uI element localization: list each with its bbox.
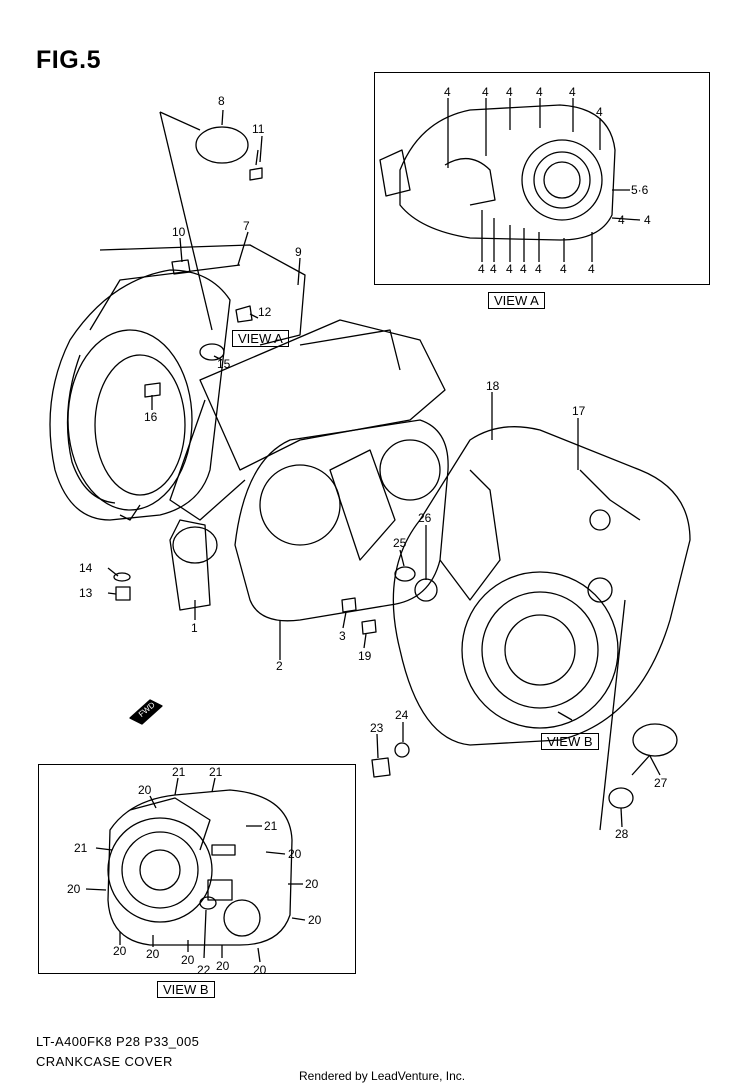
part-left-cover-drawing	[49, 244, 306, 611]
part-14-washer-drawing	[113, 572, 131, 582]
render-credit: Rendered by LeadVenture, Inc.	[299, 1069, 466, 1083]
callout-24: 24	[395, 708, 409, 722]
part-23-drain-bolt-drawing	[371, 757, 391, 778]
view-b-callout-20: 20	[181, 953, 195, 967]
callout-12: 12	[258, 305, 272, 319]
view-a-callout-4: 4	[506, 85, 513, 99]
view-b-callout-20: 20	[113, 944, 127, 958]
part-gasket-drawing	[234, 419, 449, 622]
callout-27: 27	[654, 776, 668, 790]
callout-9: 9	[295, 245, 302, 259]
callout-11: 11	[252, 122, 265, 136]
part-15-seal-drawing	[199, 343, 225, 361]
view-a-callout-5-6: 5·6	[631, 183, 649, 197]
view-b-callout-20: 20	[305, 877, 319, 891]
callout-1: 1	[191, 621, 198, 635]
callout-23: 23	[370, 721, 384, 735]
view-b-drawing	[107, 789, 293, 946]
drawing-code: LT-A400FK8 P28 P33_005	[36, 1034, 200, 1049]
callout-26: 26	[418, 511, 432, 525]
part-24-washer-drawing	[394, 742, 410, 758]
view-a-callout-4: 4	[560, 262, 567, 276]
view-a-callout-4: 4	[490, 262, 497, 276]
view-b-callout-20: 20	[253, 963, 267, 977]
view-a-callout-4: 4	[596, 105, 603, 119]
view-a-callout-4: 4	[482, 85, 489, 99]
fwd-arrow-icon	[129, 699, 163, 725]
part-3-pin-drawing	[341, 597, 357, 613]
view-a-label: VIEW A	[488, 292, 545, 309]
view-a-callout-4: 4	[520, 262, 527, 276]
callout-15: 15	[217, 357, 231, 371]
view-a-callout-4: 4	[588, 262, 595, 276]
view-a-callout-4: 4	[618, 213, 625, 227]
view-b-label: VIEW B	[157, 981, 215, 998]
view-b-callout-21: 21	[264, 819, 278, 833]
view-a-callout-4: 4	[569, 85, 576, 99]
part-27-dipstick-drawing	[631, 754, 651, 776]
view-b-callout-22: 22	[197, 963, 211, 977]
part-right-cover-drawing	[392, 426, 691, 746]
view-a-drawing	[379, 104, 616, 241]
part-12-pin-drawing	[235, 305, 253, 323]
view-a-callout-4: 4	[444, 85, 451, 99]
part-16-bolt-drawing	[144, 382, 161, 398]
view-b-callout-21: 21	[74, 841, 88, 855]
part-11-bolt-drawing	[249, 149, 263, 181]
part-8-washer-drawing	[195, 126, 249, 164]
part-middle-case-drawing	[169, 319, 446, 521]
callout-8: 8	[218, 94, 225, 108]
view-b-callout-21: 21	[209, 765, 223, 779]
part-28-oring-drawing	[608, 787, 634, 809]
view-a-callout-4: 4	[478, 262, 485, 276]
callout-14: 14	[79, 561, 93, 575]
view-b-callout-20: 20	[308, 913, 322, 927]
view-a-callout-4: 4	[506, 262, 513, 276]
callout-25: 25	[393, 536, 407, 550]
view-a-callout-4: 4	[536, 85, 543, 99]
view-b-callout-20: 20	[288, 847, 302, 861]
view-a-callout-4: 4	[535, 262, 542, 276]
part-10-bolt-drawing	[171, 259, 191, 275]
view-b-inset	[38, 764, 356, 974]
callout-7: 7	[243, 219, 250, 233]
callout-16: 16	[144, 410, 158, 424]
callout-19: 19	[358, 649, 372, 663]
view-a-inset	[374, 72, 710, 285]
callout-13: 13	[79, 586, 93, 600]
callout-17: 17	[572, 404, 586, 418]
callout-10: 10	[172, 225, 186, 239]
figure-title: FIG.5	[36, 46, 102, 74]
view-b-callout: VIEW B	[541, 733, 599, 750]
view-b-callout-20: 20	[138, 783, 152, 797]
part-27-cap-drawing	[632, 723, 678, 757]
part-25-plug-drawing	[394, 566, 416, 582]
callout-3: 3	[339, 629, 346, 643]
view-b-callout-20: 20	[146, 947, 160, 961]
part-13-bolt-drawing	[115, 586, 131, 601]
part-26-seal-drawing	[414, 578, 438, 602]
callout-18: 18	[486, 379, 500, 393]
callout-28: 28	[615, 827, 629, 841]
view-b-callout-20: 20	[216, 959, 230, 973]
part-19-pin-drawing	[361, 619, 377, 635]
view-b-callout-21: 21	[172, 765, 186, 779]
view-b-callout-20: 20	[67, 882, 81, 896]
callout-2: 2	[276, 659, 283, 673]
view-a-callout-4: 4	[644, 213, 651, 227]
diagram-caption: CRANKCASE COVER	[36, 1054, 173, 1069]
